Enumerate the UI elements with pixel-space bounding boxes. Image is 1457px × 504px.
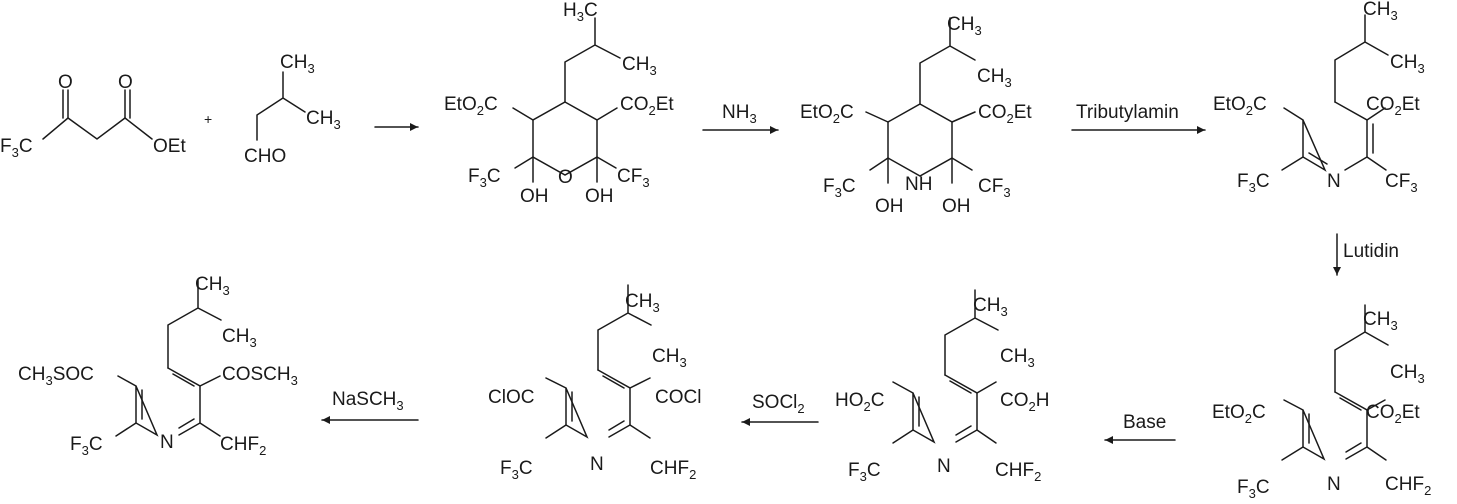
cosch3-label: COSCH3 (222, 364, 298, 388)
ch3soc-label: CH3SOC (18, 364, 94, 388)
ring-nitrogen-label: N (160, 432, 174, 453)
cloc-label: ClOC (488, 387, 534, 408)
compound-pyridine-dithioester: CH3 CH3 CH3SOC COSCH3 F3C N CHF2 (18, 274, 298, 458)
compound-dihydropyridine: CH3 CH3 EtO2C CO2Et F3C N CF3 (1213, 0, 1425, 195)
ring-nitrogen-label: N (937, 456, 951, 477)
chf2-label: CHF2 (995, 460, 1041, 484)
reaction-arrow-socl2: SOCl2 (741, 392, 819, 426)
co2h-label: CO2H (1000, 390, 1049, 414)
reaction-arrow-nasch3: NaSCH3 (321, 389, 419, 424)
nasch3-reagent-label: NaSCH3 (332, 389, 404, 413)
ch3-label: CH3 (195, 274, 230, 298)
chf2-label: CHF2 (650, 458, 696, 482)
ch3-label: CH3 (222, 326, 257, 350)
eto2c-label: EtO2C (800, 102, 854, 126)
ch3-label: CH3 (977, 66, 1012, 90)
ch3-label: CH3 (1363, 309, 1398, 333)
compound-isovaleraldehyde: CH3 CH3 CHO (244, 52, 341, 167)
oh-label: OH (942, 196, 971, 217)
f3c-label: F3C (823, 176, 856, 200)
cf3-label: CF3 (1385, 171, 1418, 195)
ch3-label: CH3 (622, 54, 657, 78)
ring-oxygen-label: O (558, 167, 573, 188)
ch3-label: CH3 (1363, 0, 1398, 23)
co2et-label: CO2Et (1366, 402, 1420, 426)
ring-nitrogen-label: N (590, 454, 604, 475)
ch3-label: CH3 (280, 52, 315, 76)
oh-label: OH (520, 186, 549, 207)
f3c-label: F3C (1237, 171, 1270, 195)
eto2c-label: EtO2C (444, 94, 498, 118)
f3c-label: F3C (0, 136, 33, 160)
f3c-label: F3C (468, 166, 501, 190)
cf3-label: CF3 (978, 176, 1011, 200)
base-reagent-label: Base (1123, 412, 1166, 433)
ch3-label: CH3 (625, 291, 660, 315)
compound-pyridine-diacid-chloride: CH3 CH3 ClOC COCl F3C N CHF2 (488, 284, 701, 482)
compound-piperidine-diol: CH3 CH3 EtO2C CO2Et F3C NH CF3 OH OH (800, 14, 1032, 217)
reaction-arrow-nh3: NH3 (702, 102, 779, 134)
plus-sign: + (204, 111, 212, 127)
ketone-oxygen-label: O (58, 72, 73, 93)
oh-label: OH (585, 186, 614, 207)
cho-label: CHO (244, 146, 286, 167)
compound-trifluoroacetoacetate: O O F3C OEt (0, 72, 186, 160)
ch3-label: CH3 (947, 14, 982, 38)
ch3-label: CH3 (1000, 346, 1035, 370)
nh3-reagent-label: NH3 (722, 102, 757, 126)
ch3-label: CH3 (306, 108, 341, 132)
ring-nitrogen-label: N (1327, 474, 1341, 495)
f3c-label: F3C (70, 434, 103, 458)
chf2-label: CHF2 (220, 434, 266, 458)
h3c-label: H3C (563, 0, 598, 24)
co2et-label: CO2Et (1366, 94, 1420, 118)
ch3-label: CH3 (1390, 52, 1425, 76)
reaction-arrow-base: Base (1104, 412, 1176, 444)
compound-tetrahydropyran-diol: H3C CH3 EtO2C CO2Et F3C O CF3 OH OH (444, 0, 674, 207)
eto2c-label: EtO2C (1212, 402, 1266, 426)
ch3-label: CH3 (652, 346, 687, 370)
cocl-label: COCl (655, 387, 701, 408)
reaction-arrow-lutidine: Lutidin (1333, 233, 1399, 276)
f3c-label: F3C (848, 460, 881, 484)
f3c-label: F3C (500, 458, 533, 482)
ch3-label: CH3 (1390, 362, 1425, 386)
reaction-arrow-tributylamine: Tributylamin (1071, 102, 1206, 134)
tributylamine-reagent-label: Tributylamin (1076, 102, 1179, 123)
co2et-label: CO2Et (620, 94, 674, 118)
eto2c-label: EtO2C (1213, 94, 1267, 118)
ring-nh-label: NH (905, 174, 932, 195)
ch3-label: CH3 (973, 295, 1008, 319)
compound-pyridine-diacid: CH3 CH3 HO2C CO2H F3C N CHF2 (835, 289, 1049, 484)
cf3-label: CF3 (617, 166, 650, 190)
lutidine-reagent-label: Lutidin (1343, 241, 1399, 262)
compound-pyridine-diester: CH3 CH3 EtO2C CO2Et F3C N CHF2 (1212, 304, 1431, 501)
f3c-label: F3C (1237, 477, 1270, 501)
socl2-reagent-label: SOCl2 (752, 392, 805, 416)
chf2-label: CHF2 (1385, 474, 1431, 498)
ring-nitrogen-label: N (1327, 171, 1341, 192)
co2et-label: CO2Et (978, 102, 1032, 126)
ho2c-label: HO2C (835, 390, 884, 414)
oh-label: OH (875, 196, 904, 217)
ester-oxygen-label: O (118, 72, 133, 93)
reaction-arrow-1 (374, 123, 419, 131)
oet-label: OEt (153, 136, 186, 157)
